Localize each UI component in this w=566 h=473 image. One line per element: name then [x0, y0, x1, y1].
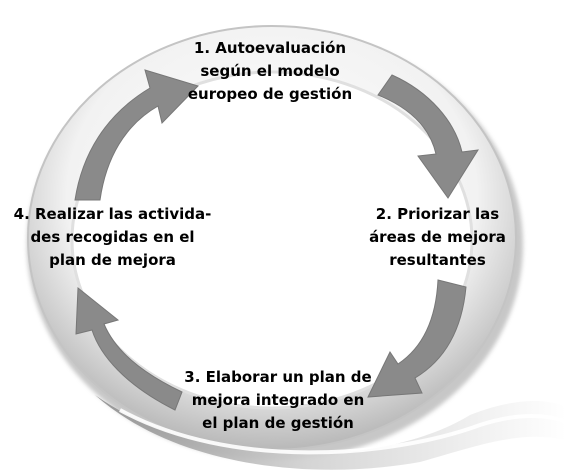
step-3-line-3: el plan de gestión: [202, 414, 354, 432]
step-1-line-3: europeo de gestión: [187, 85, 353, 103]
arrow-step4-to-step1: [74, 69, 199, 201]
step-4-line-1: 4. Realizar las activida-: [13, 205, 212, 223]
step-3-label: 3. Elaborar un plan de mejora integrado …: [178, 366, 378, 435]
step-2-line-1: 2. Priorizar las: [375, 205, 500, 223]
step-4-label: 4. Realizar las activida- des recogidas …: [10, 203, 215, 272]
ring-swoosh: [95, 395, 566, 470]
ring-swoosh-highlight: [119, 408, 566, 455]
step-2-label: 2. Priorizar las áreas de mejora resulta…: [350, 203, 525, 272]
step-1-line-2: según el modelo: [200, 62, 340, 80]
ring-inner: [72, 72, 472, 408]
step-4-line-2: des recogidas en el: [30, 228, 195, 246]
step-2-line-3: resultantes: [389, 251, 486, 269]
step-1-line-1: 1. Autoevaluación: [193, 39, 347, 57]
ring-inner-edge: [70, 70, 474, 410]
step-2-line-2: áreas de mejora: [369, 228, 506, 246]
step-3-line-1: 3. Elaborar un plan de: [184, 368, 372, 386]
arrow-step1-to-step2: [377, 74, 479, 199]
arrow-step3-to-step4: [75, 286, 183, 411]
step-4-line-3: plan de mejora: [49, 251, 176, 269]
step-3-line-2: mejora integrado en: [191, 391, 365, 409]
arrow-step2-to-step3: [367, 279, 467, 398]
step-1-label: 1. Autoevaluación según el modelo europe…: [175, 37, 365, 106]
